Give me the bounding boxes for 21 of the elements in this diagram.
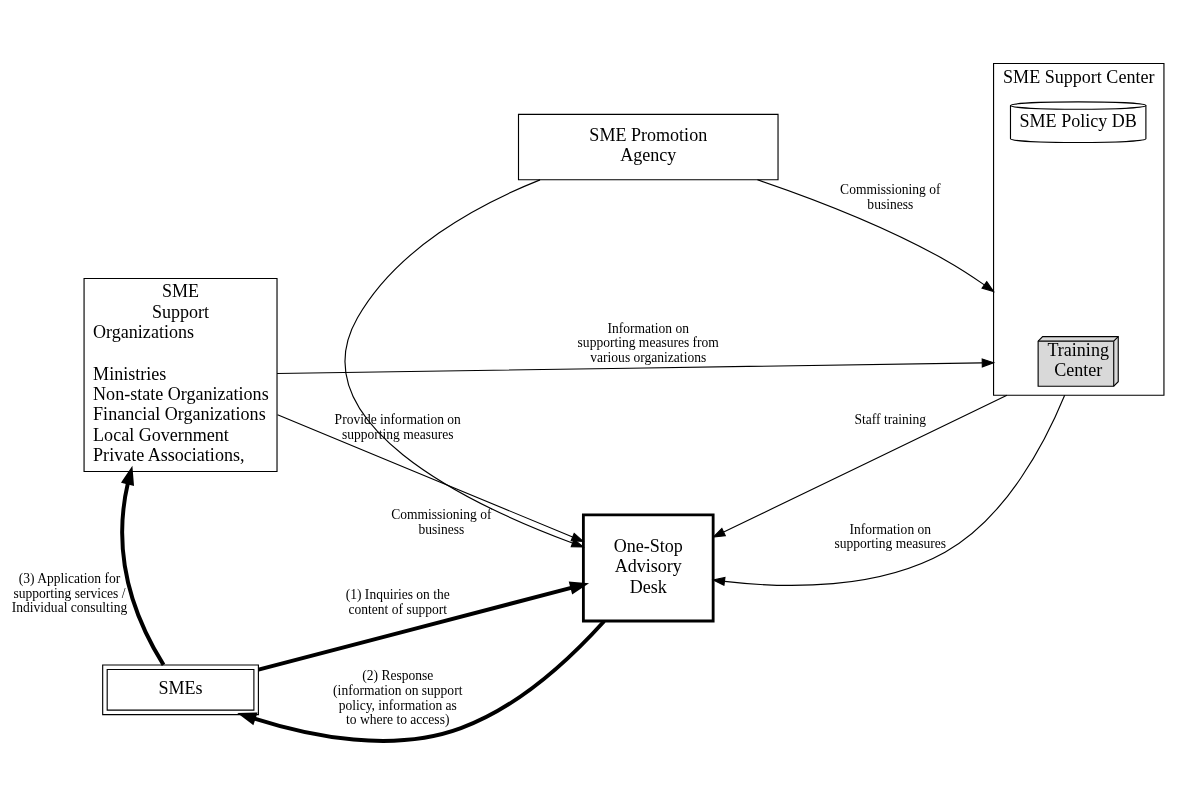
arrow (120, 465, 166, 666)
node-box: One-Stop Advisory Desk (581, 513, 715, 622)
arrow (711, 394, 1066, 586)
arrow (258, 581, 590, 672)
arrow (276, 357, 996, 374)
edge-label: Commissioning of business (391, 506, 492, 537)
arrow (711, 394, 1008, 538)
edge-label: (2) Response (information on support policy, information as to where to access) (333, 667, 463, 727)
edge-label: (1) Inquiries on the content of support (345, 586, 450, 617)
edge-label: Commissioning of business (840, 181, 941, 212)
edge-label: Staff training (854, 411, 927, 427)
node-box: SMEs (102, 663, 259, 715)
arrow (344, 178, 585, 547)
edge-label: (3) Application for supporting services / Individual consulting (11, 570, 128, 615)
node-box: SME Support Organizations Ministries Non-state Organizations Financial Organizations Local Government Private Associations, (83, 277, 278, 472)
arrow (277, 413, 585, 542)
edge-label: Information on supporting measures (834, 521, 947, 551)
edge-label: Information on supporting measures from various organizations (577, 320, 719, 365)
arrow (756, 178, 995, 292)
node-box: SME Promotion Agency (517, 113, 779, 180)
arrow (237, 619, 606, 743)
